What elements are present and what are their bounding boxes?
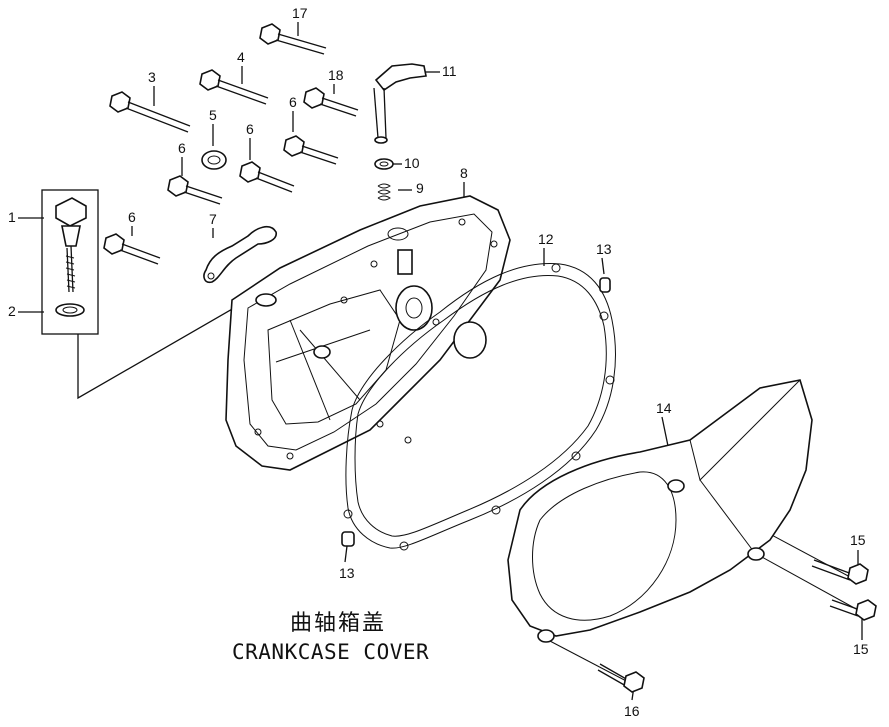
callout-9: 9 <box>416 180 424 196</box>
cable-clamp <box>203 225 277 284</box>
bolt-6-upper-right <box>283 135 339 165</box>
diagram-title-english: CRANKCASE COVER <box>232 640 430 664</box>
callout-13: 13 <box>596 241 612 257</box>
bolt-6-left <box>167 175 223 205</box>
callout-2: 2 <box>8 303 16 319</box>
washer <box>374 158 394 170</box>
crankcase-cover <box>225 195 511 471</box>
callout-15: 15 <box>850 532 866 548</box>
bolt-18 <box>303 87 359 117</box>
oil-dipstick-assembly <box>41 189 99 335</box>
bolt-6-lower <box>103 233 161 265</box>
bolt-4 <box>199 69 269 105</box>
bolt-6-middle <box>239 161 295 193</box>
callout-1: 1 <box>8 209 16 225</box>
callout-18: 18 <box>328 67 344 83</box>
callout-14: 14 <box>656 400 672 416</box>
callout-6: 6 <box>246 121 254 137</box>
dowel-pin <box>599 277 611 293</box>
bolt-17 <box>259 23 327 55</box>
spring <box>377 183 391 201</box>
dowel-pin <box>341 531 355 547</box>
callout-8: 8 <box>460 165 468 181</box>
callout-5: 5 <box>209 107 217 123</box>
diagram-title-chinese: 曲轴箱盖 <box>290 611 387 636</box>
cover-gasket <box>343 262 616 551</box>
callout-6: 6 <box>128 209 136 225</box>
callout-12: 12 <box>538 231 554 247</box>
callout-10: 10 <box>404 155 420 171</box>
oil-seal <box>201 150 227 170</box>
shift-shaft-lever <box>373 63 427 144</box>
cover-bolts <box>103 23 359 265</box>
bolt-15-lower <box>829 599 877 621</box>
callout-6: 6 <box>289 94 297 110</box>
outer-cover <box>507 379 813 643</box>
callout-15: 15 <box>853 641 869 657</box>
bolt-16 <box>597 663 645 693</box>
callout-7: 7 <box>209 211 217 227</box>
callout-11: 11 <box>442 63 457 79</box>
callout-17: 17 <box>292 5 308 21</box>
callout-4: 4 <box>237 49 245 65</box>
callout-3: 3 <box>148 69 156 85</box>
callout-16: 16 <box>624 703 640 719</box>
bolt-15-upper <box>811 559 869 585</box>
callout-6: 6 <box>178 140 186 156</box>
callout-13: 13 <box>339 565 355 581</box>
bolt-3 <box>109 91 191 133</box>
